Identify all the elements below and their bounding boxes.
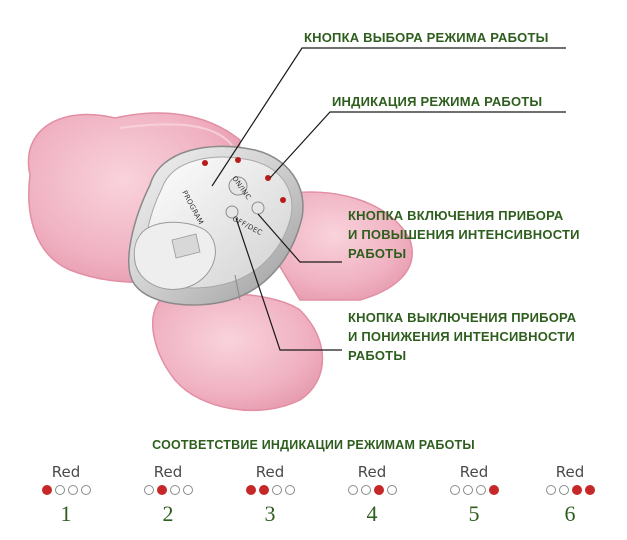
power-on-line-1: КНОПКА ВКЛЮЧЕНИЯ ПРИБОРА (348, 208, 564, 223)
mode-color-label: Red (153, 463, 183, 481)
mode-color-label: Red (555, 463, 585, 481)
led-on-indicator (488, 485, 499, 495)
led-off-indicator (449, 485, 460, 495)
mode-2: Red 2 (120, 462, 216, 528)
led-on-indicator (571, 485, 582, 495)
leader-mode-indicator (269, 111, 566, 179)
power-on-line-3: РАБОТЫ (348, 246, 407, 261)
led-off-indicator (67, 485, 78, 495)
mode-6: Red 6 (522, 462, 618, 528)
led-indicators (202, 157, 286, 203)
power-on-line-2: И ПОВЫШЕНИЯ ИНТЕНСИВНОСТИ (348, 227, 580, 242)
mode-color-label: Red (357, 463, 387, 481)
on-inc-button (251, 201, 265, 215)
mode-number: 5 (468, 501, 480, 526)
mode-led-row (120, 483, 216, 497)
led-off-indicator (558, 485, 569, 495)
led-on-indicator (258, 485, 269, 495)
mode-indicator-callout: ИНДИКАЦИЯ РЕЖИМА РАБОТЫ (332, 92, 542, 111)
mode-led-row (18, 483, 114, 497)
led-off-indicator (271, 485, 282, 495)
led-on-indicator (156, 485, 167, 495)
mode-button (228, 176, 248, 196)
off-dec-button (225, 205, 239, 219)
mode-color-label: Red (255, 463, 285, 481)
led-off-indicator (462, 485, 473, 495)
led-on-indicator (373, 485, 384, 495)
mode-number: 1 (60, 501, 72, 526)
leader-power-off (235, 217, 342, 351)
mode-led-row (522, 483, 618, 497)
mode-3: Red 3 (222, 462, 318, 528)
mode-led-row (426, 483, 522, 497)
mode-color-label: Red (459, 463, 489, 481)
leader-power-on (257, 213, 342, 263)
led-off-indicator (284, 485, 295, 495)
leader-mode-button (211, 47, 566, 187)
led-off-indicator (80, 485, 91, 495)
led-off-indicator (169, 485, 180, 495)
led-off-indicator (182, 485, 193, 495)
mode-button-callout: КНОПКА ВЫБОРА РЕЖИМА РАБОТЫ (304, 28, 549, 47)
power-off-line-1: КНОПКА ВЫКЛЮЧЕНИЯ ПРИБОРА (348, 310, 577, 325)
mode-number: 2 (162, 501, 174, 526)
mode-number: 6 (564, 501, 576, 526)
mode-button-text: КНОПКА ВЫБОРА РЕЖИМА РАБОТЫ (304, 30, 549, 45)
leader-lines (211, 47, 566, 351)
led-on-indicator (584, 485, 595, 495)
led-off-indicator (54, 485, 65, 495)
mode-5: Red 5 (426, 462, 522, 528)
mode-number: 3 (264, 501, 276, 526)
mode-color-label: Red (51, 463, 81, 481)
mode-number: 4 (366, 501, 378, 526)
mode-1: Red 1 (18, 462, 114, 528)
legend-title: СООТВЕТСТВИЕ ИНДИКАЦИИ РЕЖИМАМ РАБОТЫ (152, 438, 475, 452)
led-on-indicator (245, 485, 256, 495)
led-off-indicator (386, 485, 397, 495)
led-4 (280, 197, 286, 203)
power-on-callout: КНОПКА ВКЛЮЧЕНИЯ ПРИБОРА И ПОВЫШЕНИЯ ИНТ… (348, 206, 580, 263)
led-off-indicator (360, 485, 371, 495)
power-off-line-3: РАБОТЫ (348, 348, 407, 363)
mode-led-row (324, 483, 420, 497)
mode-indicator-text: ИНДИКАЦИЯ РЕЖИМА РАБОТЫ (332, 94, 543, 109)
power-off-line-2: И ПОНИЖЕНИЯ ИНТЕНСИВНОСТИ (348, 329, 575, 344)
led-on-indicator (41, 485, 52, 495)
mode-4: Red 4 (324, 462, 420, 528)
led-off-indicator (475, 485, 486, 495)
power-off-callout: КНОПКА ВЫКЛЮЧЕНИЯ ПРИБОРА И ПОНИЖЕНИЯ ИН… (348, 308, 576, 365)
led-2 (235, 157, 241, 163)
led-3 (265, 175, 271, 181)
led-off-indicator (347, 485, 358, 495)
device-body (128, 145, 304, 306)
led-off-indicator (143, 485, 154, 495)
led-off-indicator (545, 485, 556, 495)
led-1 (202, 160, 208, 166)
mode-led-row (222, 483, 318, 497)
device-buttons (225, 176, 265, 219)
